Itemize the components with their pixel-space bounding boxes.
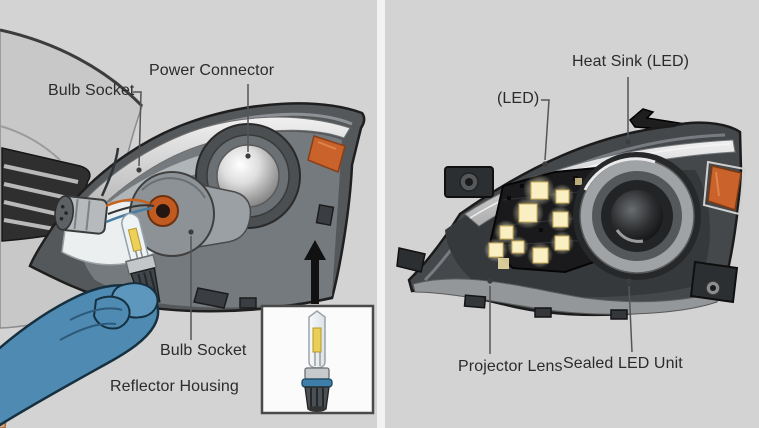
- projector-lens-led: [573, 152, 701, 280]
- halogen-headlight-panel: Bulb Socket Power Connector Bulb Socket …: [0, 0, 377, 428]
- wiring-harness: [100, 147, 155, 224]
- label-heat-sink-led: Heat Sink (LED): [572, 53, 690, 70]
- label-led: (LED): [497, 90, 540, 107]
- mounting-tabs: [193, 204, 335, 309]
- leader-lines-left: [133, 84, 251, 340]
- label-projector-lens: Projector Lens: [458, 358, 563, 375]
- label-bulb-socket-top: Bulb Socket: [48, 82, 135, 99]
- leader-lines-right: [487, 77, 633, 354]
- amber-side-marker: [307, 135, 346, 174]
- gloved-hand: [0, 282, 160, 428]
- left-mount-bracket: [396, 166, 494, 273]
- panel-divider: [377, 0, 385, 428]
- bottom-tabs: [463, 294, 628, 320]
- led-headlight-illustration: [396, 77, 747, 354]
- label-bulb-socket-bottom: Bulb Socket: [160, 342, 247, 359]
- led-headlight-panel: Heat Sink (LED) (LED) Projector Lens Sea…: [385, 0, 759, 428]
- bulb-inset-box: [260, 304, 375, 415]
- power-connector-plug: [54, 195, 109, 235]
- led-chips: [484, 174, 585, 269]
- label-sealed-led-unit: Sealed LED Unit: [563, 355, 683, 372]
- up-arrow-icon: [304, 240, 326, 304]
- bulb-socket-assembly: [129, 171, 252, 257]
- label-reflector-housing: Reflector Housing: [110, 378, 239, 395]
- amber-side-marker-led: [702, 160, 747, 216]
- label-power-connector: Power Connector: [149, 62, 275, 79]
- right-mount-bracket: [689, 260, 739, 304]
- halogen-headlight-illustration: [0, 28, 375, 428]
- projector-lens-halogen: [195, 123, 301, 229]
- inset-bulb: [301, 310, 333, 412]
